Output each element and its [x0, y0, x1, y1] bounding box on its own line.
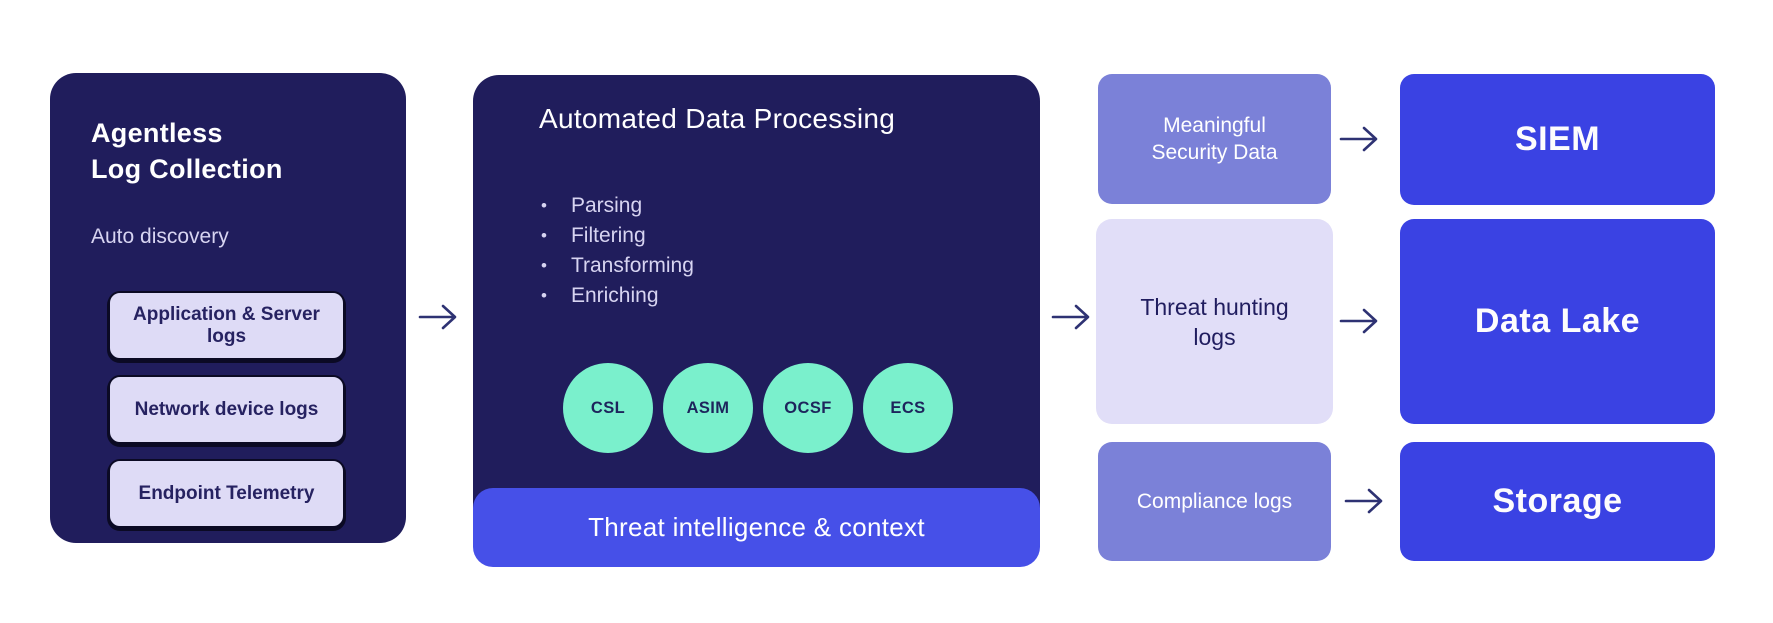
log-source-item: Network device logs [108, 375, 345, 444]
log-source-item: Application & Server logs [108, 291, 345, 360]
processing-step-label: Parsing [570, 194, 643, 217]
destination-storage: Storage [1400, 442, 1715, 561]
processing-title: Automated Data Processing [539, 103, 896, 134]
destination-label: Data Lake [1474, 302, 1641, 340]
standard-circle-ocsf: OCSF [763, 363, 853, 453]
standard-circle-csl: CSL [563, 363, 653, 453]
threat-intelligence-label: Threat intelligence & context [588, 512, 925, 542]
processing-step-label: Filtering [570, 224, 646, 247]
threat-intelligence-bar: Threat intelligence & context [473, 488, 1040, 567]
right-arrow-icon [1339, 126, 1378, 152]
destination-label: Storage [1492, 482, 1623, 520]
right-arrow-icon [1051, 304, 1090, 330]
schema-standards-row: CSL ASIM OCSF ECS [563, 363, 953, 453]
processing-steps-list: Parsing Filtering Transforming Enriching [541, 191, 694, 311]
output-threat-hunting-logs: Threat hunting logs [1096, 219, 1333, 424]
processing-step-label: Transforming [570, 254, 694, 277]
right-arrow-icon [1344, 488, 1383, 514]
output-meaningful-security-data: Meaningful Security Data [1098, 74, 1331, 204]
log-source-list: Application & Server logs Network device… [108, 291, 345, 528]
left-box-title: Agentless Log Collection [91, 115, 283, 187]
processing-step: Enriching [541, 281, 694, 311]
destination-label: SIEM [1514, 120, 1601, 158]
destination-siem: SIEM [1400, 74, 1715, 205]
processing-step: Filtering [541, 221, 694, 251]
left-box-title-line1: Agentless [91, 118, 223, 148]
processing-step: Parsing [541, 191, 694, 221]
log-source-item: Endpoint Telemetry [108, 459, 345, 528]
automated-data-processing-box: Automated Data Processing Parsing Filter… [473, 75, 1040, 567]
right-arrow-icon [418, 304, 457, 330]
standard-circle-asim: ASIM [663, 363, 753, 453]
processing-step-label: Enriching [570, 284, 659, 307]
right-arrow-icon [1339, 308, 1378, 334]
output-label: Threat hunting logs [1140, 293, 1289, 350]
output-label: Compliance logs [1136, 490, 1293, 513]
destination-data-lake: Data Lake [1400, 219, 1715, 424]
left-box-title-line2: Log Collection [91, 154, 283, 184]
agentless-log-collection-box: Agentless Log Collection Auto discovery … [50, 73, 406, 543]
processing-step: Transforming [541, 251, 694, 281]
standard-circle-ecs: ECS [863, 363, 953, 453]
auto-discovery-label: Auto discovery [91, 225, 229, 248]
output-label: Meaningful Security Data [1151, 114, 1278, 164]
output-compliance-logs: Compliance logs [1098, 442, 1331, 561]
